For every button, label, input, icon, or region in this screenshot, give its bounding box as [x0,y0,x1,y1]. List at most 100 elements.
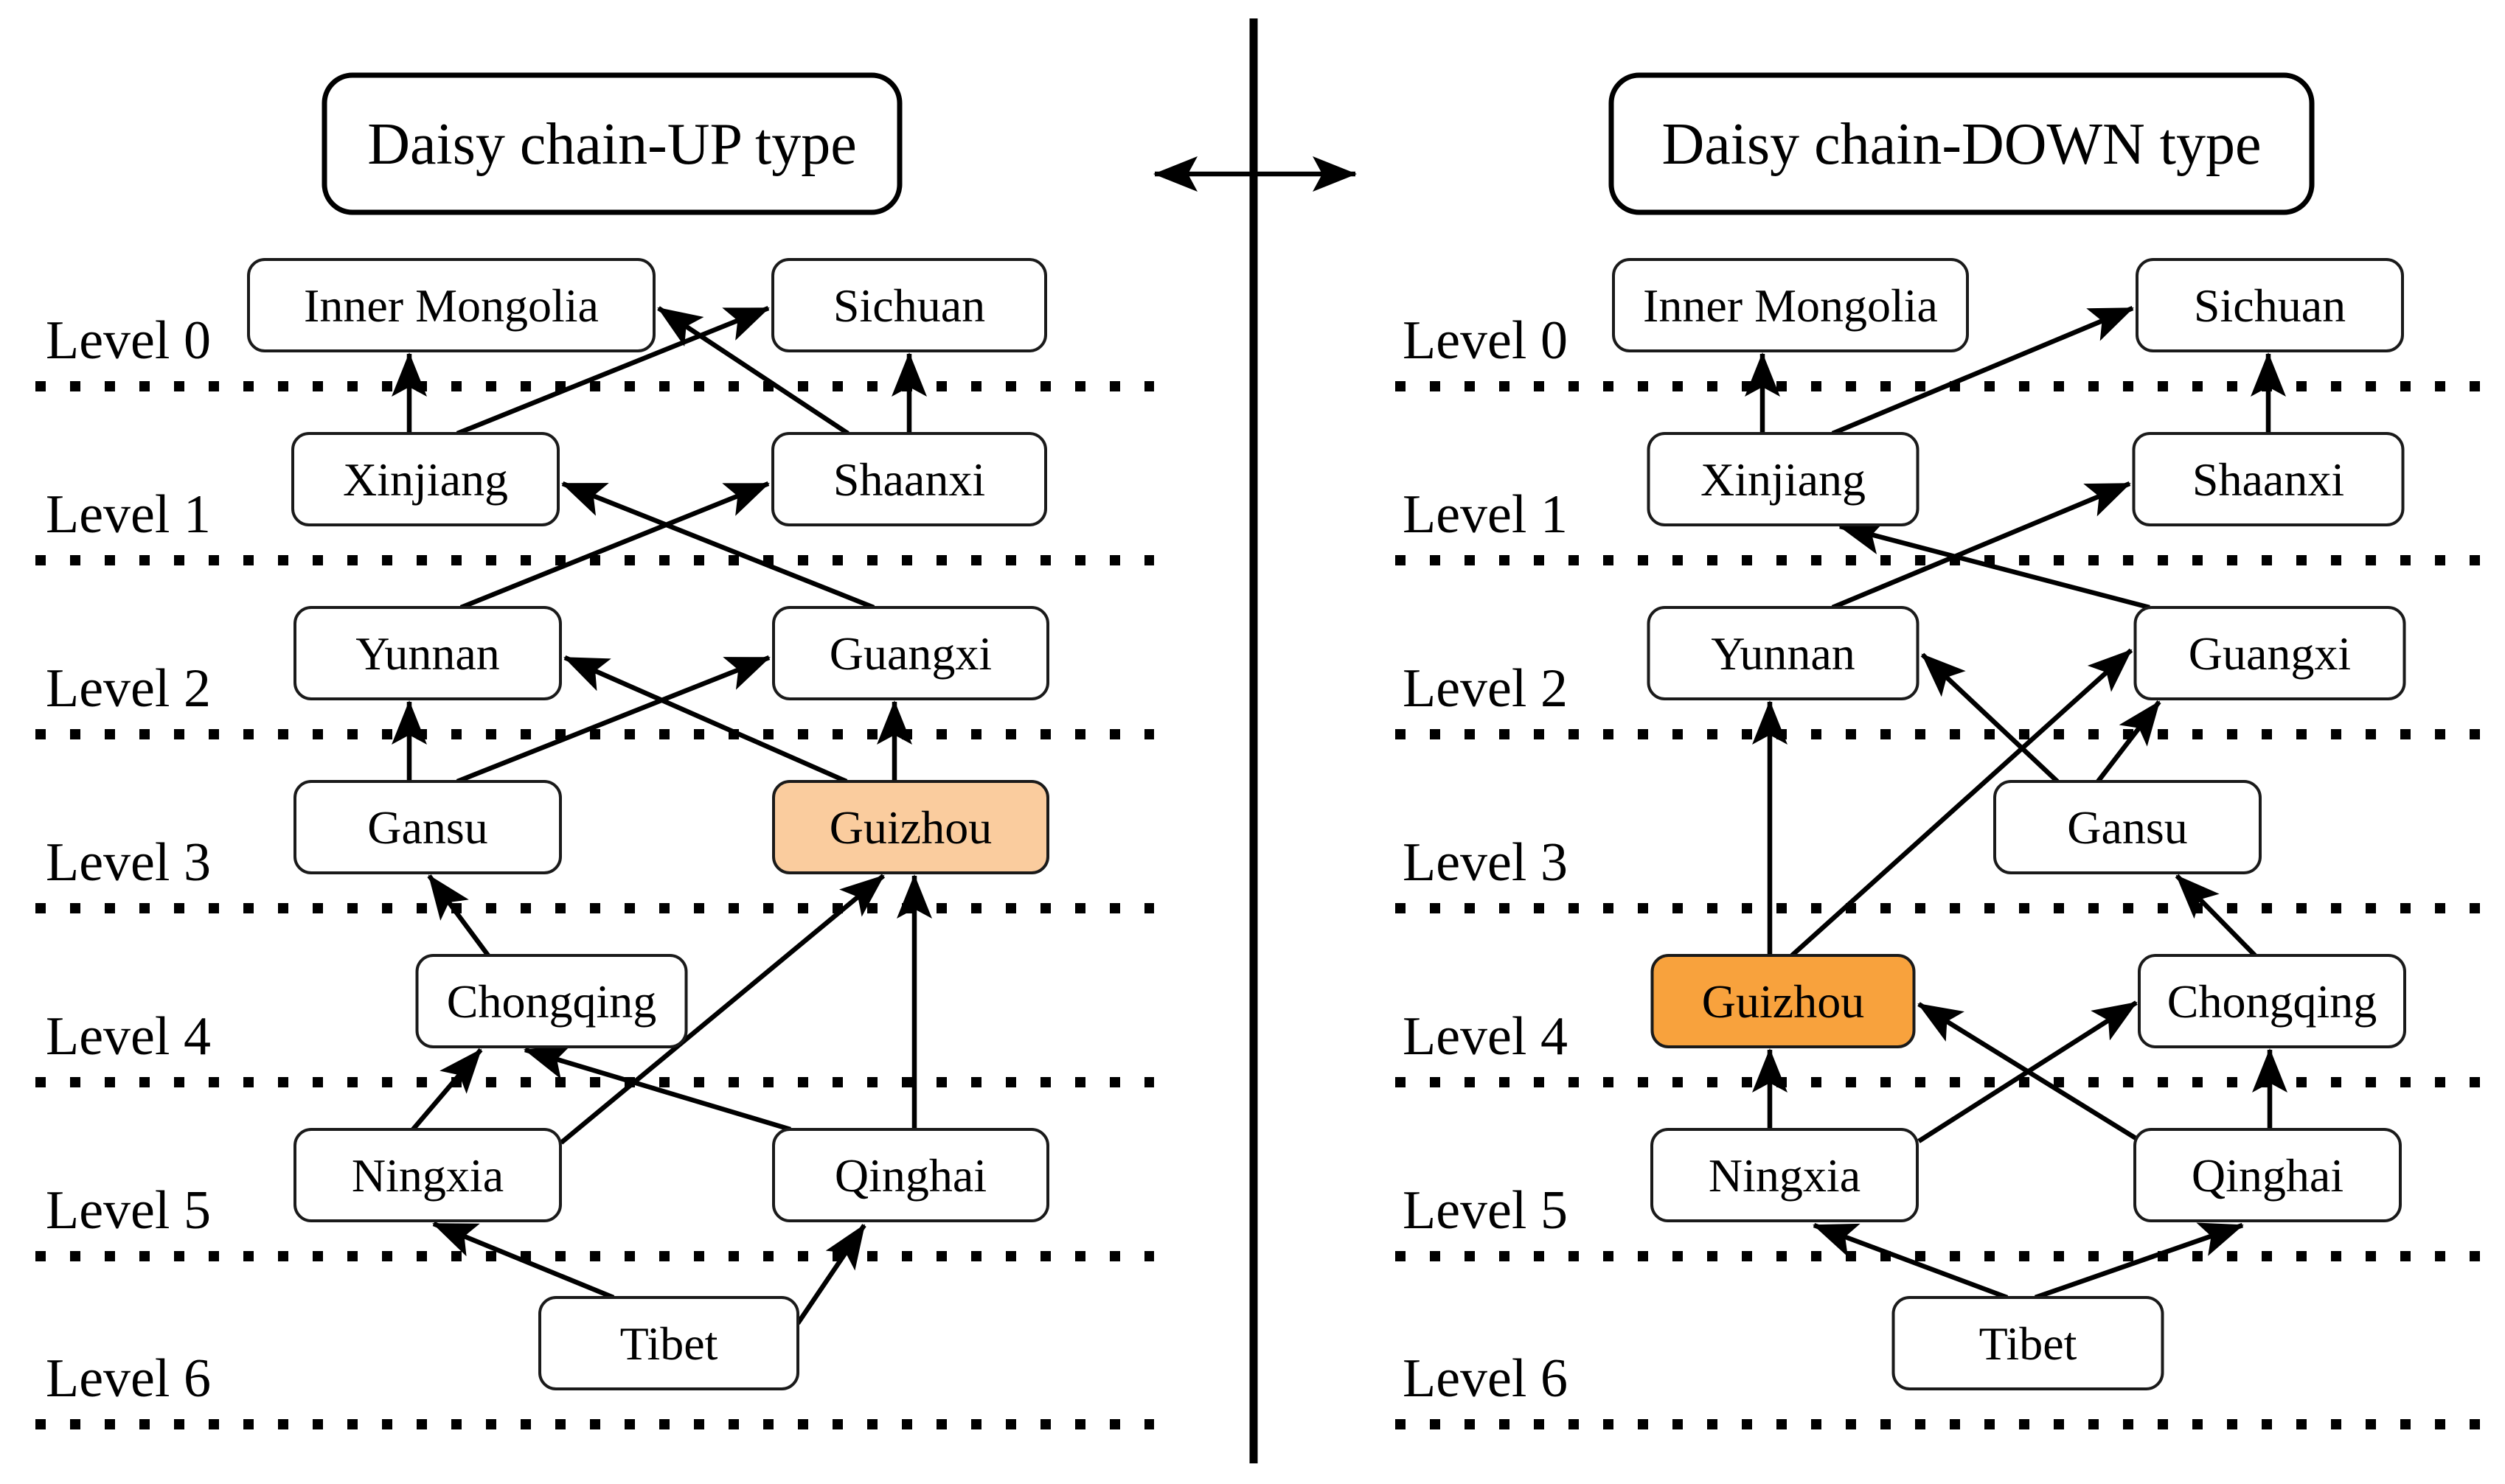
level-label-up-2: Level 2 [46,658,211,719]
edge-down-chongqing-to-gansu [2175,874,2257,958]
node-label-down-qinghai: Qinghai [2192,1149,2344,1202]
node-down-shaanxi: Shaanxi [2132,432,2405,526]
panel-title-up: Daisy chain-UP type [322,72,903,215]
node-box-down-gansu [1993,780,2262,874]
node-down-ningxia: Ningxia [1650,1128,1919,1222]
node-up-guangxi: Guangxi [772,606,1049,700]
level-label-down-4: Level 4 [1403,1006,1568,1067]
level-label-down-0: Level 0 [1403,310,1568,371]
node-label-up-shaanxi: Shaanxi [833,453,985,506]
node-box-up-sichuan [771,258,1047,352]
edge-up-tibet-to-ningxia [432,1221,615,1300]
node-up-chongqing: Chongqing [415,954,688,1048]
node-label-down-ningxia: Ningxia [1709,1149,1860,1202]
edge-down-gansu-to-guangxi [2096,700,2161,783]
node-down-qinghai: Qinghai [2133,1128,2402,1222]
node-label-up-tibet: Tibet [620,1317,718,1370]
edge-down-guangxi-to-xinjiang [1838,520,2150,610]
node-down-gansu: Gansu [1993,780,2262,874]
edge-up-guizhou-to-yunnan [563,655,848,784]
edge-down-qinghai-to-guizhou [1917,1002,2139,1141]
node-box-down-yunnan [1647,606,1919,700]
edge-up-chongqing-to-gansu [427,874,490,957]
node-box-up-qinghai [772,1128,1049,1222]
edge-down-tibet-to-ningxia [1813,1222,2009,1300]
node-down-inner-mongolia: Inner Mongolia [1612,258,1969,352]
panel-title-box-up [322,72,903,215]
edge-down-yunnan-to-shaanxi [1831,481,2131,610]
node-up-tibet: Tibet [538,1296,799,1390]
edge-up-guangxi-to-xinjiang [561,481,875,610]
level-label-up-6: Level 6 [46,1348,211,1409]
node-up-xinjiang: Xinjiang [291,432,560,526]
node-label-down-sichuan: Sichuan [2194,279,2346,332]
node-box-up-inner-mongolia [247,258,656,352]
node-label-up-guizhou: Guizhou [830,801,992,854]
node-label-up-gansu: Gansu [367,801,488,854]
node-label-up-xinjiang: Xinjiang [343,453,508,506]
node-label-down-gansu: Gansu [2067,801,2188,854]
panel-title-label-up: Daisy chain-UP type [367,112,857,177]
edge-up-ningxia-to-chongqing [411,1048,483,1132]
node-up-yunnan: Yunnan [293,606,562,700]
edge-up-xinjiang-to-sichuan [456,305,770,436]
panel-title-box-down [1608,72,2315,215]
node-down-yunnan: Yunnan [1647,606,1919,700]
node-label-up-ningxia: Ningxia [352,1149,504,1202]
level-label-up-5: Level 5 [46,1180,211,1241]
node-box-up-guizhou [772,780,1049,874]
level-label-up-3: Level 3 [46,832,211,893]
node-label-down-guizhou: Guizhou [1702,975,1864,1028]
node-box-down-tibet [1891,1296,2164,1390]
edge-up-gansu-to-guangxi [456,655,771,784]
node-up-ningxia: Ningxia [293,1128,562,1222]
level-label-down-2: Level 2 [1403,658,1568,719]
node-box-up-gansu [293,780,562,874]
level-label-down-5: Level 5 [1403,1180,1568,1241]
node-label-up-inner-mongolia: Inner Mongolia [304,279,599,332]
edge-up-ningxia-to-guizhou [559,874,886,1145]
node-label-down-inner-mongolia: Inner Mongolia [1643,279,1938,332]
level-label-down-1: Level 1 [1403,484,1568,545]
node-label-down-guangxi: Guangxi [2189,627,2351,680]
edge-down-guizhou-to-guangxi [1790,648,2133,958]
level-label-down-3: Level 3 [1403,832,1568,893]
node-up-inner-mongolia: Inner Mongolia [247,258,656,352]
node-label-up-sichuan: Sichuan [833,279,985,332]
node-down-tibet: Tibet [1891,1296,2164,1390]
node-box-down-ningxia [1650,1128,1919,1222]
node-label-up-chongqing: Chongqing [447,975,656,1028]
node-up-guizhou: Guizhou [772,780,1049,874]
node-box-down-guizhou [1650,954,1916,1048]
node-box-up-chongqing [415,954,688,1048]
node-up-sichuan: Sichuan [771,258,1047,352]
edge-up-shaanxi-to-inner-mongolia [657,306,850,436]
node-down-sichuan: Sichuan [2136,258,2404,352]
panel-title-down: Daisy chain-DOWN type [1608,72,2315,215]
node-label-up-guangxi: Guangxi [830,627,992,680]
edge-down-gansu-to-yunnan [1920,652,2060,784]
level-label-down-6: Level 6 [1403,1348,1568,1409]
node-label-down-chongqing: Chongqing [2167,975,2377,1028]
node-box-down-xinjiang [1647,432,1919,526]
edge-up-yunnan-to-shaanxi [459,481,770,610]
node-box-up-guangxi [772,606,1049,700]
node-down-guizhou: Guizhou [1650,954,1916,1048]
level-label-up-0: Level 0 [46,310,211,371]
node-label-down-yunnan: Yunnan [1711,627,1855,680]
node-up-qinghai: Qinghai [772,1128,1049,1222]
edge-down-xinjiang-to-sichuan [1831,306,2134,436]
edge-up-qinghai-to-chongqing [524,1045,791,1132]
panel-title-label-down: Daisy chain-DOWN type [1661,112,2261,177]
node-label-down-xinjiang: Xinjiang [1700,453,1866,506]
node-box-down-shaanxi [2132,432,2405,526]
node-box-down-sichuan [2136,258,2404,352]
node-box-down-qinghai [2133,1128,2402,1222]
level-label-up-1: Level 1 [46,484,211,545]
node-box-up-xinjiang [291,432,560,526]
edge-down-tibet-to-qinghai [2034,1222,2244,1300]
edge-up-tibet-to-qinghai [796,1224,866,1325]
node-label-down-tibet: Tibet [1979,1317,2077,1370]
